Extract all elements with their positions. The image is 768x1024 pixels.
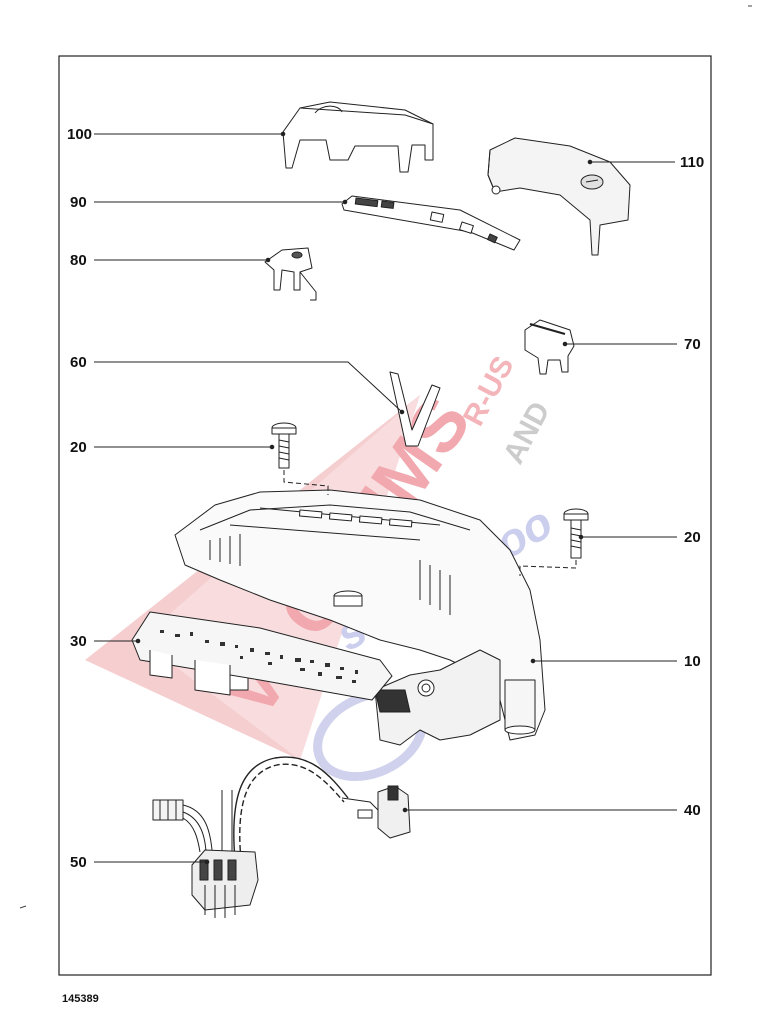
leader-lines xyxy=(94,131,677,865)
stray-mark xyxy=(19,905,27,909)
callout-90: 90 xyxy=(70,194,87,211)
part-60-spring xyxy=(389,371,441,447)
part-90-control-strip xyxy=(341,195,521,251)
leader-60 xyxy=(94,361,403,413)
screw-guide-right xyxy=(519,560,577,576)
callout-10: 10 xyxy=(684,653,701,670)
callout-100: 100 xyxy=(67,126,92,143)
part-80-clip xyxy=(264,247,317,301)
drawing-number: 145389 xyxy=(62,993,99,1005)
callout-110: 110 xyxy=(680,154,704,171)
callout-70: 70 xyxy=(684,336,701,353)
part-40-wire-harness xyxy=(233,756,411,861)
callout-20-right: 20 xyxy=(684,529,701,546)
diagram-frame xyxy=(58,55,712,976)
callout-30: 30 xyxy=(70,633,87,650)
part-110-side-cover xyxy=(487,137,631,256)
callout-60: 60 xyxy=(70,354,87,371)
watermark-rus-text: R-US xyxy=(457,351,521,431)
part-70-button xyxy=(524,319,575,375)
callout-80: 80 xyxy=(70,252,87,269)
callout-labels: 100 110 90 80 70 60 20 20 30 10 40 50 xyxy=(67,126,704,871)
part-100-top-cover xyxy=(282,101,434,173)
watermark-and-text: AND xyxy=(497,396,557,469)
part-30-circuit-board xyxy=(131,611,393,701)
callout-40: 40 xyxy=(684,802,701,819)
pcb-components xyxy=(160,630,358,683)
part-50-connector xyxy=(152,790,259,918)
callout-20-left: 20 xyxy=(70,439,87,456)
part-20-screw-right xyxy=(563,508,589,559)
callout-50: 50 xyxy=(70,854,87,871)
part-20-screw-left xyxy=(271,422,297,469)
screw-guide-left xyxy=(283,470,329,495)
